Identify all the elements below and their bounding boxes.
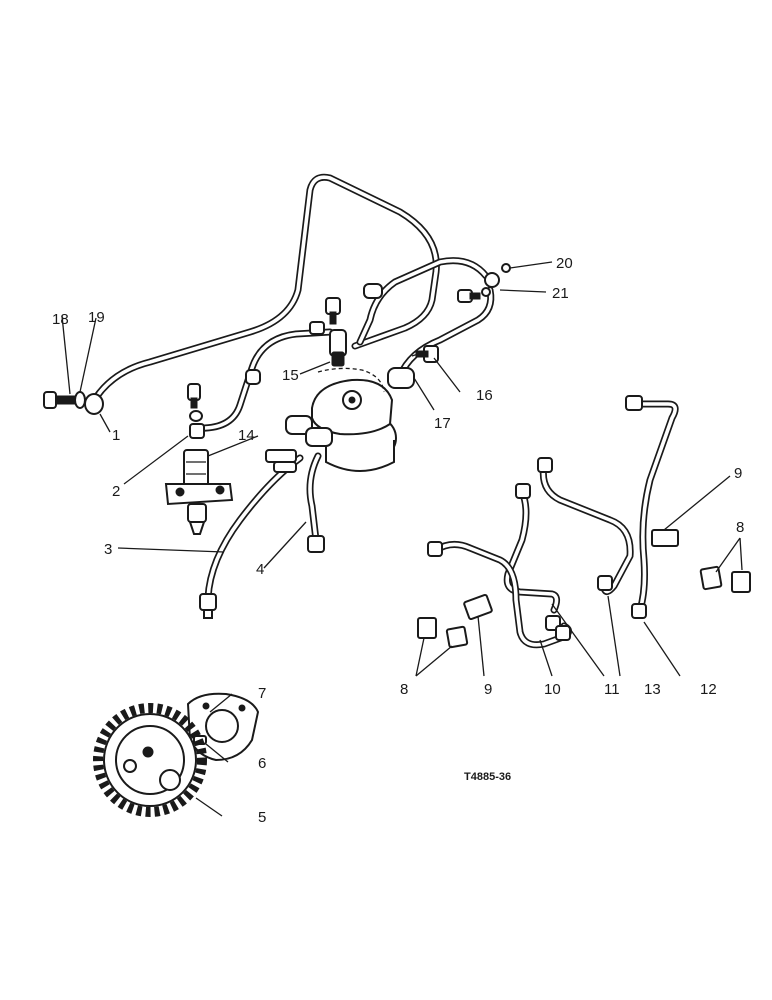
clip-8-left-a (417, 617, 437, 639)
upper-injection-lines (88, 173, 495, 602)
callout-4: 4 (256, 561, 264, 578)
drive-gear-assembly (93, 692, 260, 817)
callout-8-right: 8 (736, 519, 744, 536)
pump-fittings (245, 283, 415, 473)
callout-3: 3 (104, 541, 112, 558)
clip-9-right (651, 529, 679, 547)
callout-10: 10 (544, 681, 561, 698)
leader-lines (61, 261, 743, 817)
callout-8-left: 8 (400, 681, 408, 698)
callout-numbers: 1 2 3 4 5 6 7 8 8 9 9 10 11 12 13 14 15 … (52, 255, 744, 826)
clip-8-right-a (699, 565, 723, 591)
callout-7: 7 (258, 685, 266, 702)
callout-5: 5 (258, 809, 266, 826)
callout-15: 15 (282, 367, 299, 384)
fuel-injector-14 (164, 383, 234, 535)
clips-8-9 (417, 529, 751, 649)
clip-9-left (463, 594, 493, 620)
callout-17: 17 (434, 415, 451, 432)
callout-16: 16 (476, 387, 493, 404)
left-fitting-1-18-19 (43, 391, 104, 415)
callout-18: 18 (52, 311, 69, 328)
callout-20: 20 (556, 255, 573, 272)
callout-9-right: 9 (734, 465, 742, 482)
banjo-bolt-16 (411, 345, 439, 363)
callout-6: 6 (258, 755, 266, 772)
callout-9-left: 9 (484, 681, 492, 698)
callout-21: 21 (552, 285, 569, 302)
drawing-reference-code: T4885-36 (464, 771, 511, 783)
callout-11: 11 (604, 681, 620, 698)
callout-13: 13 (644, 681, 661, 698)
line-ends-3-4 (199, 535, 325, 619)
callout-14: 14 (238, 427, 255, 444)
clip-8-right-b (731, 571, 751, 593)
callout-1: 1 (112, 427, 120, 444)
right-line-fittings (427, 395, 647, 641)
callout-2: 2 (112, 483, 120, 500)
fuel-injection-pump (311, 367, 397, 472)
callout-19: 19 (88, 309, 105, 326)
callout-12: 12 (700, 681, 717, 698)
clip-8-left-b (445, 625, 469, 649)
